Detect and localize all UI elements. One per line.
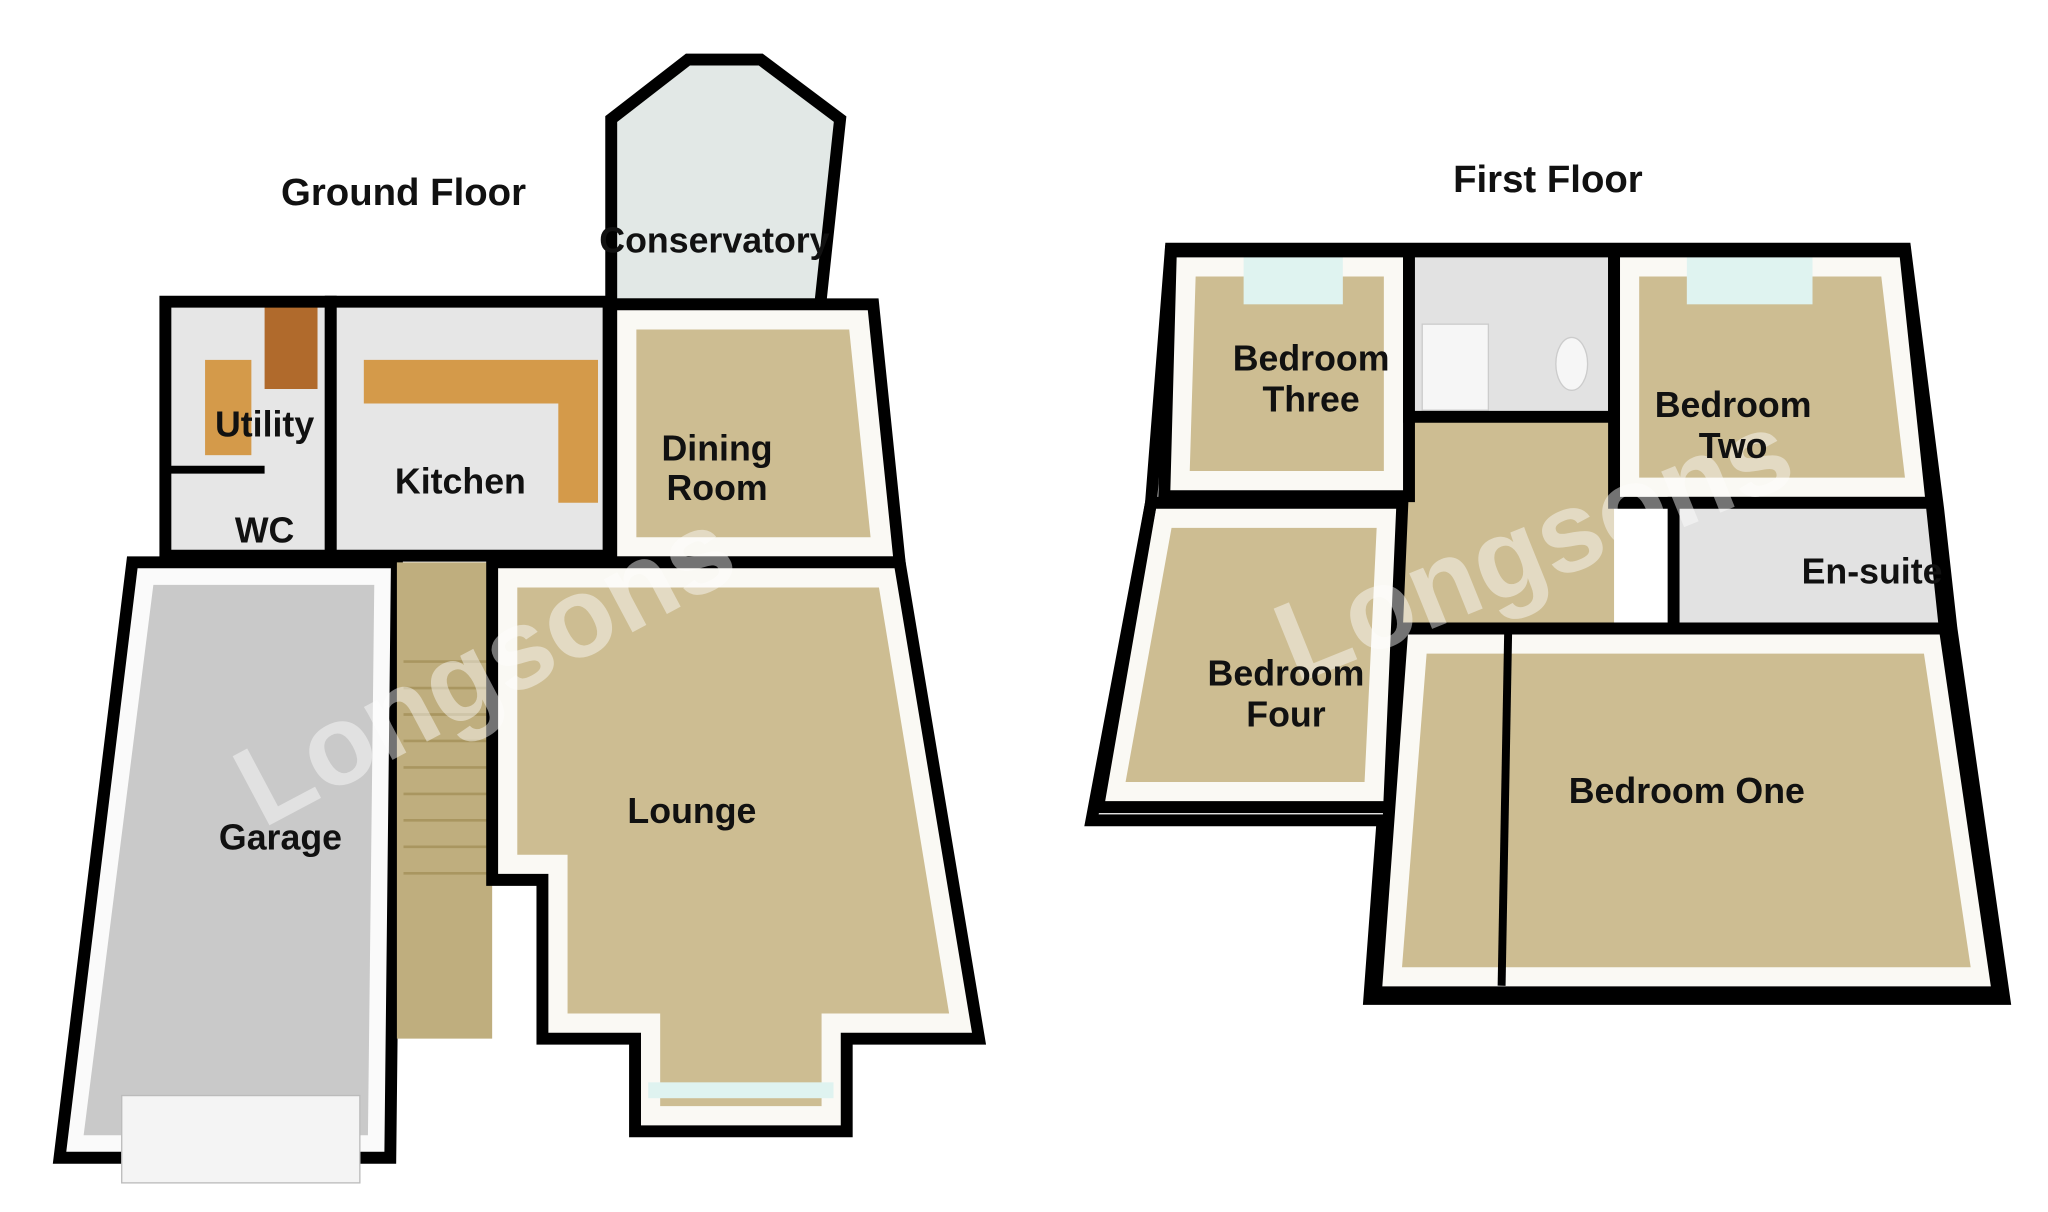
garage-door [121,1094,361,1184]
label-kitchen: Kitchen [395,462,526,502]
conservatory-floor [611,59,841,305]
wardrobe-divider [1497,628,1513,986]
bedroom-one-walls [1376,629,1999,992]
bedroom-two-window [1686,254,1813,305]
toilet [1555,336,1589,391]
first-floor-outline [1084,242,2012,1005]
bedroom-four-floor [1098,502,1403,808]
label-conservatory: Conservatory [599,221,829,261]
garage-floor [59,562,397,1158]
en-suite-floor [1673,502,1945,629]
lounge-walls [493,563,978,1130]
bedroom-three-floor [1164,251,1409,497]
label-utility: Utility [215,405,314,445]
ground-floor: Longsons Ground Floor Conservatory Utili… [52,53,987,1184]
label-lounge: Lounge [627,791,756,831]
garage-outline [52,556,403,1164]
bedroom-two-floor [1614,251,1932,503]
bedroom-four-walls [1097,504,1402,806]
dining-room-floor [611,304,900,563]
bedroom-one-floor [1375,628,1998,993]
bath [1421,323,1490,411]
label-dining-room-line1: Dining [662,428,773,468]
label-garage: Garage [219,817,342,857]
utility-worktop [205,359,252,456]
first-floor: Longsons First Floor Bedroom Three Bedro… [1084,158,2012,1005]
label-en-suite: En-suite [1802,552,1943,592]
label-bedroom-four-line1: Bedroom [1208,653,1365,693]
label-wc: WC [235,510,295,550]
utility-door [264,306,318,390]
label-bedroom-three-line2: Three [1262,379,1359,419]
label-bedroom-two-line2: Two [1699,426,1768,466]
garage-walls [56,561,399,1160]
kitchen-worktop [363,359,598,503]
label-bedroom-three-line1: Bedroom [1233,338,1390,378]
hall-floor [396,562,493,1039]
label-bedroom-one: Bedroom One [1569,771,1805,811]
first-floor-title: First Floor [1453,158,1643,201]
label-bedroom-four-line2: Four [1246,694,1325,734]
bedroom-three-window [1243,254,1343,305]
bay-window [648,1082,834,1099]
label-dining-room-line2: Room [666,468,767,508]
staircase [403,660,487,875]
label-bedroom-two-line1: Bedroom [1655,385,1812,425]
lounge-floor [492,562,980,1132]
dining-room-walls [612,305,897,562]
lounge-outline [486,556,987,1138]
ground-floor-title: Ground Floor [281,171,526,214]
